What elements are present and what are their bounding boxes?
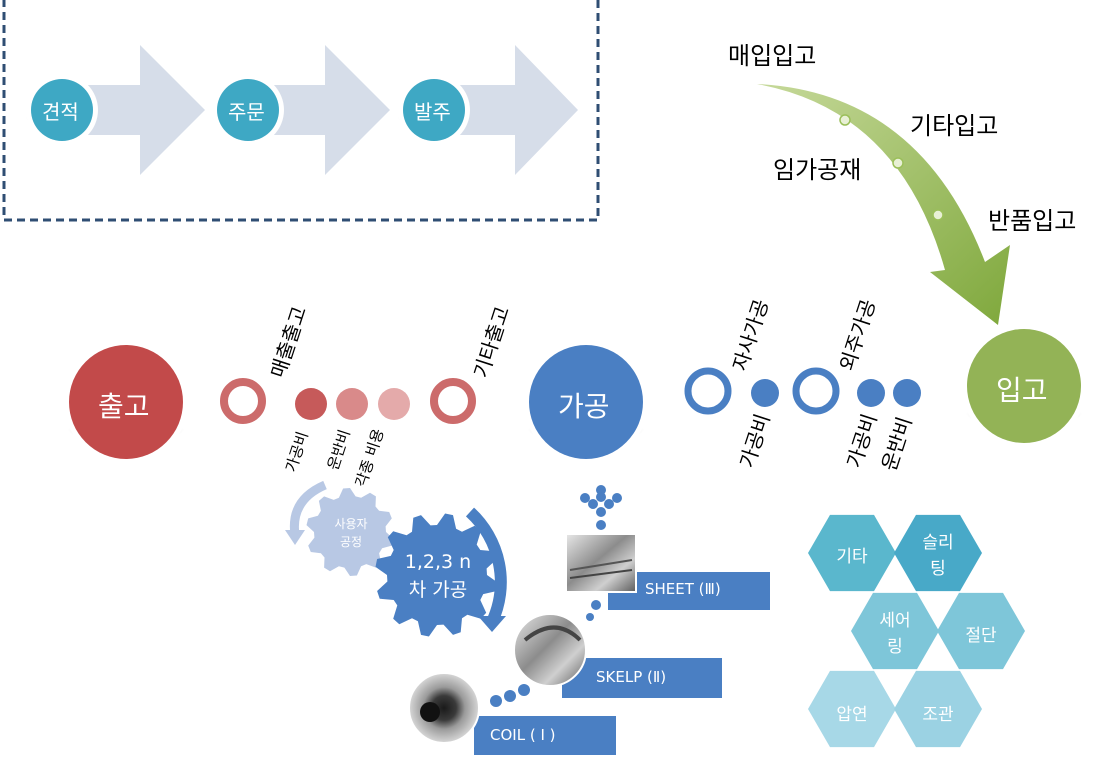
- multi-process-label: 1,2,3 n 차 가공: [404, 551, 472, 601]
- incoming-item-processing-material: 임가공재: [773, 156, 862, 184]
- step-estimate: 견적: [42, 100, 79, 124]
- material-coil-label: COIL ( I ): [490, 726, 556, 744]
- incoming-title: 매입입고: [728, 42, 817, 70]
- incoming-item-return: 반품입고: [988, 207, 1077, 235]
- outgoing-dots: [220, 378, 476, 424]
- gear-area: [285, 480, 507, 637]
- big-gear-icon: [375, 513, 499, 637]
- process-flow-border: [2, 0, 600, 222]
- main-nodes: [64, 324, 1086, 464]
- material-images: [408, 533, 637, 744]
- step-purchase: 발주: [414, 100, 451, 124]
- process-arrows: [60, 45, 578, 175]
- hexagon-5: [894, 670, 982, 748]
- process-circles: [26, 74, 470, 146]
- incoming-arrow: [757, 84, 1010, 325]
- incoming-node-label: 입고: [996, 374, 1048, 407]
- hex-other-label: 기타: [836, 547, 868, 567]
- material-skelp-label: SKELP (Ⅱ): [596, 668, 667, 686]
- hexagon-1: [894, 514, 982, 592]
- material-sheet-label: SHEET (Ⅲ): [645, 580, 721, 598]
- hexagon-group: [808, 514, 1025, 748]
- hex-pipe-making-label: 조관: [922, 705, 954, 725]
- incoming-item-other: 기타입고: [910, 112, 999, 140]
- hexagon-2: [851, 592, 939, 670]
- small-gear-icon: [306, 488, 394, 576]
- dot-chains: [490, 485, 622, 707]
- hexagon-0: [808, 514, 896, 592]
- outgoing-node-label: 출고: [98, 390, 150, 423]
- hexagon-3: [937, 592, 1025, 670]
- hex-rolling-label: 압연: [836, 705, 868, 725]
- hex-slitting-label: 슬리 팅: [922, 533, 954, 579]
- hex-shearing-label: 세어 링: [879, 611, 911, 657]
- hex-cutting-label: 절단: [965, 626, 997, 646]
- user-process-label: 사용자 공정: [334, 517, 368, 549]
- processing-dots: [684, 367, 921, 415]
- processing-node-label: 가공: [558, 390, 610, 423]
- hexagon-4: [808, 670, 896, 748]
- step-order: 주문: [228, 100, 265, 124]
